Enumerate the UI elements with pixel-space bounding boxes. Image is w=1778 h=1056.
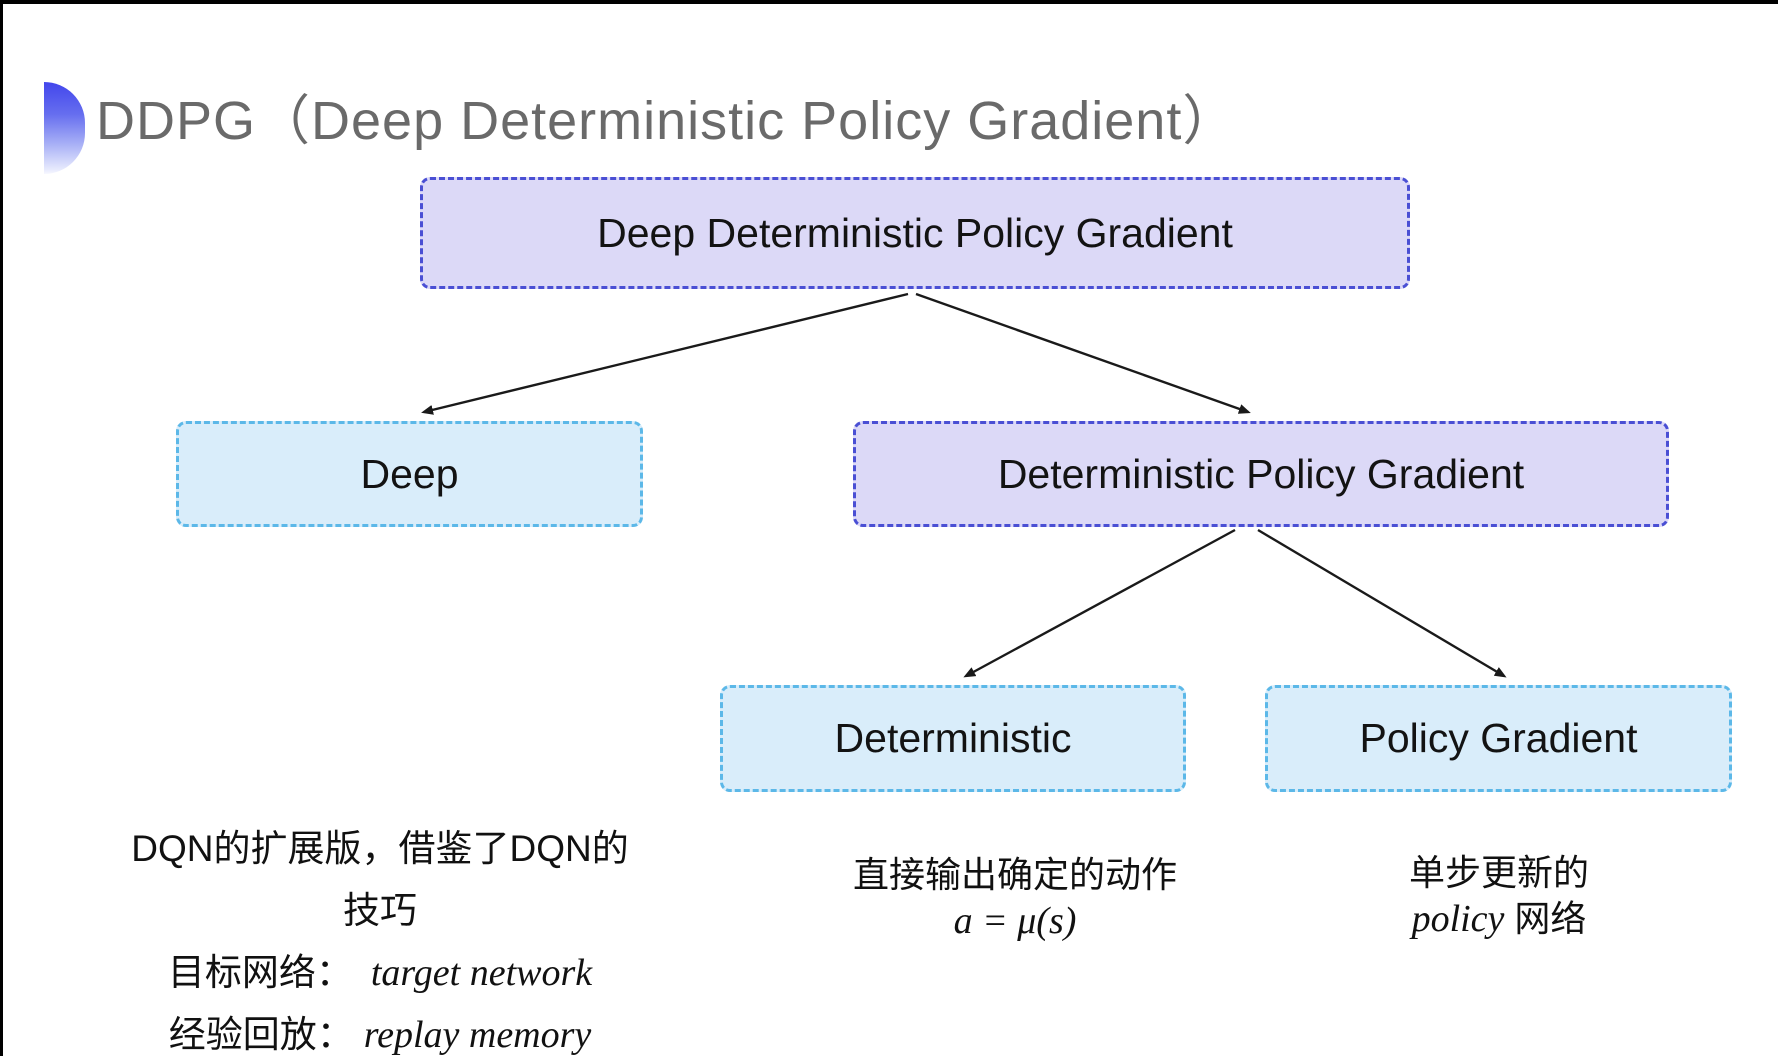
node-deterministic: Deterministic (720, 685, 1186, 792)
node-label: Policy Gradient (1359, 715, 1638, 761)
node-deep-deterministic-policy-gradient: Deep Deterministic Policy Gradient (420, 177, 1410, 289)
node-label: Deterministic (834, 715, 1072, 761)
note-deep: DQN的扩展版，借鉴了DQN的技巧 目标网络：target network 经验… (120, 818, 640, 1056)
note-deep-line3: 经验回放：replay memory (168, 1014, 592, 1056)
edge-root-deep (421, 292, 909, 415)
half-circle-icon (44, 82, 85, 174)
node-policy-gradient: Policy Gradient (1265, 685, 1732, 792)
node-deterministic-policy-gradient: Deterministic Policy Gradient (853, 421, 1669, 527)
edge-dpg-det (963, 528, 1236, 678)
note-deep-line1: DQN的扩展版，借鉴了DQN的技巧 (131, 828, 629, 931)
note-policy-gradient-line1: 单步更新的 (1408, 852, 1589, 893)
note-deterministic-formula: a = μ(s) (953, 900, 1077, 942)
note-deterministic-line1: 直接输出确定的动作 (852, 854, 1177, 895)
window-left-edge (0, 0, 3, 1056)
node-label: Deterministic Policy Gradient (997, 450, 1525, 497)
edge-root-dpg (915, 292, 1251, 414)
node-label: Deep (360, 450, 459, 497)
page-title: DDPG（Deep Deterministic Policy Gradient） (96, 91, 1238, 151)
node-deep: Deep (176, 421, 643, 527)
edge-dpg-pg (1257, 528, 1507, 678)
node-label: Deep Deterministic Policy Gradient (597, 209, 1233, 256)
note-deterministic: 直接输出确定的动作 a = μ(s) (770, 852, 1260, 944)
window-top-edge (0, 0, 1778, 4)
note-deep-line2: 目标网络：target network (167, 952, 593, 994)
